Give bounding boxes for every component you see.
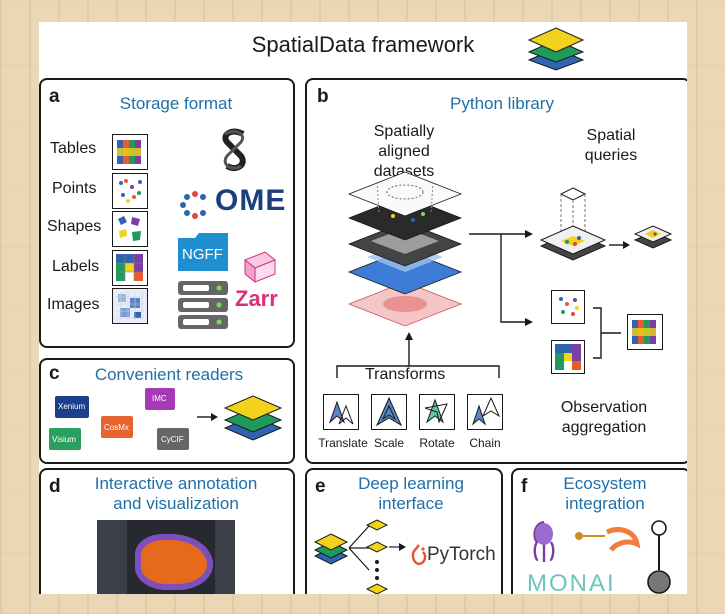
panel-deep-learning: e Deep learning interface PyTorch [305,468,503,594]
panel-letter: f [521,476,528,497]
tables-icon [112,134,148,170]
images-icon [112,288,148,324]
panel-convenient-readers: c Convenient readers Xenium IMC Visium C… [39,358,295,464]
reader-visium: Visium [49,428,81,450]
panel-interactive-annotation: d Interactive annotation and visualizati… [39,468,295,594]
chain-icon [467,394,503,430]
reader-xenium: Xenium [55,396,89,418]
ngff-folder-icon [178,233,228,271]
panel-letter: c [49,363,60,384]
viewer-panel [215,520,235,594]
zarr-logo-text: Zarr [235,286,278,311]
reader-label: Visium [52,435,76,444]
python-logo-icon [222,128,246,172]
translate-icon [323,394,359,430]
panel-title: Storage format [119,94,233,113]
queries-label: Spatial queries [584,127,638,164]
squidpy-icon [533,520,555,562]
row-label-images: Images [47,296,100,313]
query-arrow-icon [609,241,630,249]
row-label-labels: Labels [52,258,100,275]
ngff-logo-text: NGFF [182,246,223,263]
row-label-tables: Tables [50,140,97,157]
napari-screenshot [97,520,235,594]
panel-letter: e [315,476,326,497]
transform-label-chain: Chain [469,436,501,450]
query-result-icon [633,225,673,249]
panel-storage-format: a Storage format Tables Points Shapes La… [39,78,295,348]
reader-label: Xenium [58,402,86,411]
panel-title: Deep learning interface [358,474,464,513]
row-label-points: Points [52,180,97,197]
guitar-icon [647,520,671,594]
monai-logo-text: MONAI [527,570,616,594]
reader-imc: IMC [145,388,175,410]
ome-logo-text: OME [215,184,287,217]
panel-title: Ecosystem integration [563,474,647,513]
aggregation-bracket [593,307,621,359]
pytorch-flame-icon [411,544,427,566]
spatialdata-stack-icon [223,395,283,441]
server-stack-icon [178,281,228,329]
ome-dots-icon [180,191,206,219]
reader-cosmx: CosMx [101,416,133,438]
flow-arrows [469,230,533,326]
rotate-icon [419,394,455,430]
transforms-arrows [336,332,500,378]
spatialdata-logo-icon [527,27,585,71]
panel-python-library: b Python library Spatially aligned datas… [305,78,687,464]
transform-label-scale: Scale [373,436,405,450]
figure: SpatialData framework a Storage format T… [39,22,687,594]
dataloader-diagram [313,519,406,594]
row-label-shapes: Shapes [47,218,102,235]
figure-title: SpatialData framework [251,32,475,57]
reader-label: IMC [152,394,167,403]
tissue-section [135,534,213,590]
reader-label: CosMx [104,423,129,432]
aggregation-points-icon [551,290,585,324]
zarr-cube-icon [244,251,276,284]
transform-label-rotate: Rotate [419,436,455,450]
reader-cycif: CyCIF [157,428,189,450]
aligned-layers-stack [347,171,463,327]
aggregation-table-icon [627,314,663,350]
panel-letter: d [49,476,61,497]
panel-letter: b [317,86,329,107]
panel-title: Interactive annotation and visualization [94,474,258,513]
shrimp-tool-icon [575,527,641,552]
transforms-label: Transforms [365,366,446,383]
points-icon [112,173,148,209]
aggregation-labels-icon [551,340,585,374]
panel-title: Convenient readers [94,365,244,384]
panel-letter: a [49,86,60,107]
spatial-query-icon [539,187,607,261]
pytorch-logo-text: PyTorch [427,544,496,565]
panel-title: Python library [450,94,554,113]
viewer-sidebar [97,520,127,594]
reader-label: CyCIF [161,435,184,444]
reader-arrow-icon [197,413,218,421]
labels-icon [112,250,148,286]
panel-ecosystem: f Ecosystem integration MONAI [511,468,687,594]
shapes-icon [112,211,148,247]
scale-icon [371,394,407,430]
transform-label-translate: Translate [318,436,368,450]
aggregation-label: Observation aggregation [560,399,648,436]
datasets-label: Spatially aligned datasets [373,123,435,180]
